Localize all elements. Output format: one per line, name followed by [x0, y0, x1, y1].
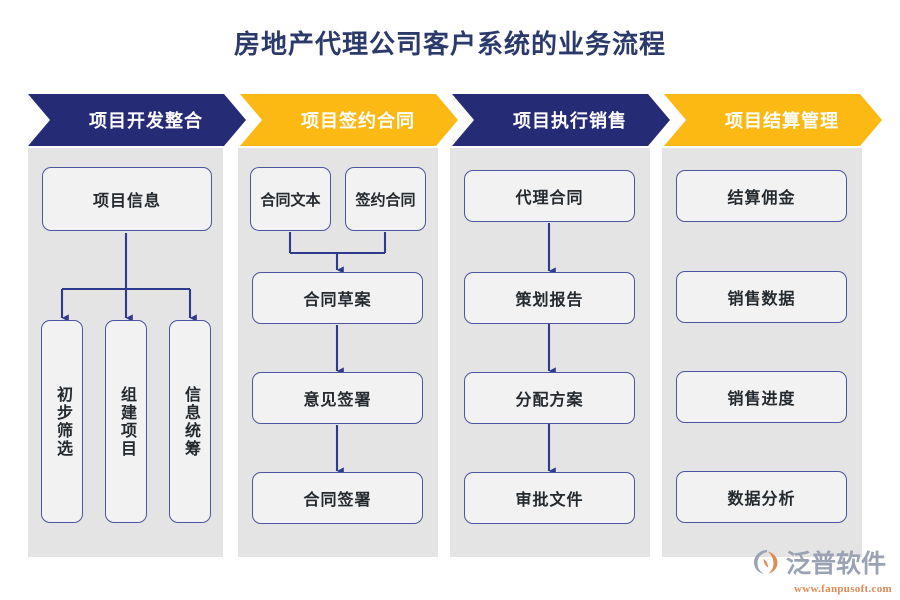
- fanpu-logo-icon: [752, 548, 782, 581]
- node-c4-n2[interactable]: 销售数据: [676, 271, 847, 323]
- node-c4-n3[interactable]: 销售进度: [676, 371, 847, 423]
- node-c2-n1[interactable]: 合同文本: [250, 167, 331, 231]
- node-c4-n1[interactable]: 结算佣金: [676, 170, 847, 222]
- node-c2-n2[interactable]: 签约合同: [345, 167, 426, 231]
- stage-header-4[interactable]: 项目结算管理: [664, 94, 882, 146]
- node-c1-n3[interactable]: 组建项目: [105, 320, 147, 523]
- node-c3-n1[interactable]: 代理合同: [464, 170, 635, 222]
- node-c1-n4[interactable]: 信息统筹: [169, 320, 211, 523]
- page-title: 房地产代理公司客户系统的业务流程: [233, 29, 666, 59]
- stage-header-1[interactable]: 项目开发整合: [28, 94, 246, 146]
- node-c2-n4[interactable]: 意见签署: [252, 372, 423, 424]
- logo-url: www.fanpusoft.com: [794, 583, 892, 595]
- stage-header-3[interactable]: 项目执行销售: [452, 94, 670, 146]
- node-c3-n4[interactable]: 审批文件: [464, 472, 635, 524]
- node-c1-n2[interactable]: 初步筛选: [41, 320, 83, 523]
- logo-name: 泛普软件: [786, 550, 887, 578]
- node-c4-n4[interactable]: 数据分析: [676, 471, 847, 523]
- watermark-logo: 泛普软件 www.fanpusoft.com: [752, 548, 892, 595]
- node-c2-n5[interactable]: 合同签署: [252, 472, 423, 524]
- node-c3-n2[interactable]: 策划报告: [464, 272, 635, 324]
- node-c2-n3[interactable]: 合同草案: [252, 272, 423, 324]
- node-c1-n1[interactable]: 项目信息: [42, 167, 212, 231]
- stage-header-2[interactable]: 项目签约合同: [240, 94, 458, 146]
- node-c3-n3[interactable]: 分配方案: [464, 372, 635, 424]
